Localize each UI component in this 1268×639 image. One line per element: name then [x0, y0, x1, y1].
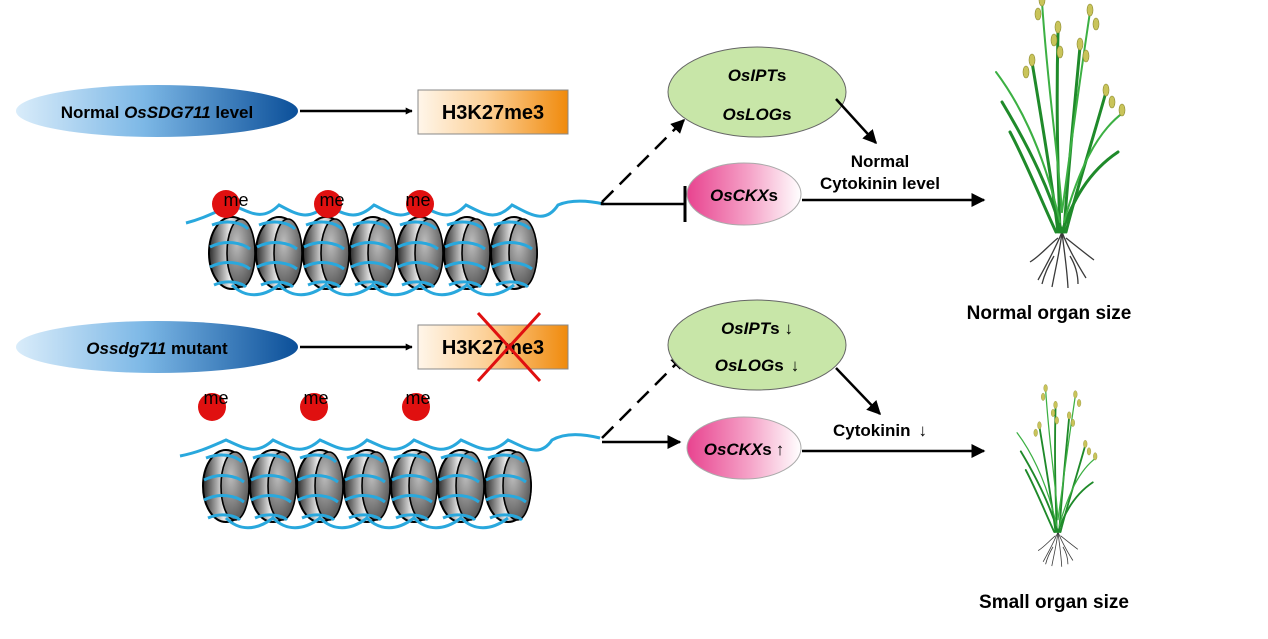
- top-ckx-ellipse: OsCKXs: [686, 162, 802, 226]
- methyl-mark: me: [212, 190, 249, 218]
- svg-text:OsIPTs↓: OsIPTs ↓: [721, 319, 793, 338]
- top-ipt-gene: OsIPT: [728, 66, 779, 85]
- bottom-nucleosome: [483, 448, 533, 524]
- methyl-mark: me: [405, 190, 434, 218]
- bottom-nucleosome: [201, 448, 251, 524]
- top-chromatin: [185, 199, 605, 297]
- bottom-cytokinin-label: Cytokinin: [833, 421, 910, 440]
- top-nucleosome: [348, 215, 398, 291]
- methyl-mark: me: [402, 388, 431, 421]
- bottom-ellipse-gene: Ossdg711: [86, 339, 166, 358]
- top-ipt-suffix: s: [777, 66, 786, 85]
- svg-text:Normal OsSDG711 level: Normal OsSDG711 level: [61, 103, 253, 122]
- top-dna-linker: [230, 283, 515, 297]
- bottom-outcome-label: Small organ size: [979, 592, 1129, 613]
- top-h3k27me3-label: H3K27me3: [442, 102, 544, 124]
- top-sdg711-ellipse: Normal OsSDG711 level: [16, 85, 298, 137]
- bottom-nucleosome: [436, 448, 486, 524]
- svg-text:OsCKXs↑: OsCKXs ↑: [704, 440, 785, 459]
- bottom-synthesis-arrow: [835, 367, 881, 416]
- top-nucleosome: [207, 215, 257, 291]
- top-outcome-label: Normal organ size: [967, 303, 1132, 324]
- bottom-log-gene: OsLOG: [715, 356, 775, 375]
- top-nucleosome: [489, 215, 539, 291]
- top-ckx-suffix: s: [769, 186, 778, 205]
- methyl-label: me: [303, 388, 328, 408]
- top-ellipse-gene: OsSDG711: [124, 103, 211, 122]
- top-synthesis-arrow: [835, 98, 877, 145]
- methyl-mark: me: [314, 190, 345, 218]
- top-synthesis-ellipse: OsIPTs OsLOGs: [667, 46, 847, 138]
- top-log-gene: OsLOG: [723, 105, 783, 124]
- svg-text:OsLOGs: OsLOGs: [723, 105, 792, 124]
- top-ellipse-post: level: [211, 103, 254, 122]
- bottom-rice-plant-icon: [1016, 383, 1098, 568]
- top-nucleosome: [254, 215, 304, 291]
- up-arrow-icon: ↑: [776, 440, 785, 459]
- svg-text:OsLOGs↓: OsLOGs ↓: [715, 356, 799, 375]
- bottom-nucleosome: [389, 448, 439, 524]
- bottom-ellipse-post: mutant: [166, 339, 228, 358]
- bottom-nucleosome: [248, 448, 298, 524]
- top-ckx-gene: OsCKX: [710, 186, 770, 205]
- top-ellipse-pre: Normal: [61, 103, 124, 122]
- svg-text:Ossdg711 mutant: Ossdg711 mutant: [86, 339, 228, 358]
- top-inhibit-line: [600, 202, 685, 206]
- methyl-label: me: [319, 190, 344, 210]
- methyl-label: me: [405, 388, 430, 408]
- top-dna-strand: [185, 199, 605, 225]
- bottom-ckx-suffix: s: [762, 440, 771, 459]
- down-arrow-icon: ↓: [785, 319, 794, 338]
- top-panel: Normal OsSDG711 level H3K27me3 me: [16, 0, 1131, 324]
- top-methyl-marks: me me me: [212, 190, 434, 218]
- svg-text:OsIPTs: OsIPTs: [728, 66, 787, 85]
- top-cytokinin-line1: Normal: [851, 152, 910, 171]
- bottom-nucleosome: [295, 448, 345, 524]
- bottom-dna-strand: [179, 433, 601, 458]
- bottom-sdg711-ellipse: Ossdg711 mutant: [16, 321, 298, 373]
- bottom-chromatin: [179, 433, 601, 530]
- svg-text:Cytokinin↓: Cytokinin ↓: [833, 421, 927, 440]
- bottom-h3k27me3-label: H3K27me3: [442, 337, 544, 359]
- top-rice-plant-icon: [994, 0, 1127, 290]
- svg-text:OsCKXs: OsCKXs: [710, 186, 778, 205]
- methyl-label: me: [203, 388, 228, 408]
- bottom-ipt-gene: OsIPT: [721, 319, 772, 338]
- methyl-mark: me: [198, 388, 229, 421]
- top-dashed-arrow: [601, 119, 685, 203]
- bottom-synthesis-ellipse: OsIPTs↓ OsLOGs↓: [667, 299, 847, 391]
- down-arrow-icon: ↓: [918, 421, 927, 440]
- bottom-ckx-ellipse: OsCKXs ↑: [686, 416, 802, 480]
- down-arrow-icon: ↓: [791, 356, 800, 375]
- bottom-panel: Ossdg711 mutant H3K27me3 me me: [16, 299, 1129, 613]
- methyl-label: me: [405, 190, 430, 210]
- top-log-suffix: s: [782, 105, 791, 124]
- bottom-dashed-arrow: [601, 355, 685, 439]
- methyl-mark: me: [300, 388, 329, 421]
- bottom-log-suffix: s: [774, 356, 783, 375]
- methyl-label: me: [223, 190, 248, 210]
- bottom-nucleosome: [342, 448, 392, 524]
- top-nucleosome: [442, 215, 492, 291]
- bottom-methyl-marks: me me me: [198, 388, 431, 421]
- bottom-ipt-suffix: s: [770, 319, 779, 338]
- top-h3k27me3-box: H3K27me3: [417, 89, 569, 135]
- top-nucleosome: [395, 215, 445, 291]
- bottom-dna-linker: [224, 516, 509, 530]
- top-cytokinin-line2: Cytokinin level: [820, 174, 940, 193]
- bottom-ckx-gene: OsCKX: [704, 440, 764, 459]
- cross-mark-icon: [476, 311, 542, 383]
- bottom-h3k27me3-box: H3K27me3: [417, 311, 569, 383]
- top-nucleosome: [301, 215, 351, 291]
